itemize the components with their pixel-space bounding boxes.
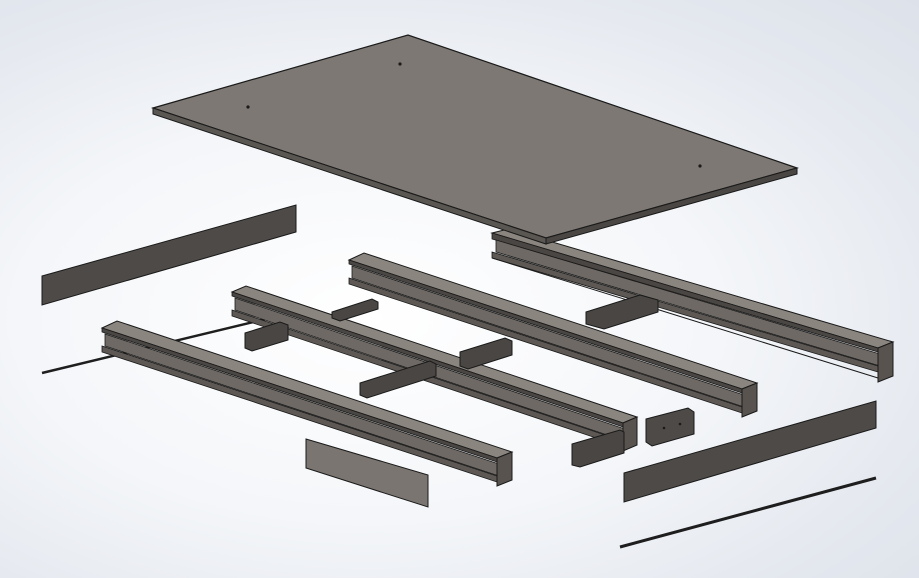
i-beam-3	[347, 252, 759, 418]
side-panel-front	[305, 438, 429, 508]
side-panel-right	[623, 400, 877, 503]
bracket-cross	[359, 360, 437, 399]
bracket-b3-right	[585, 294, 659, 330]
bracket-b2-right	[571, 429, 625, 468]
bolt-hole	[398, 62, 402, 66]
i-beam-1	[100, 320, 514, 487]
bracket-loose	[645, 407, 695, 447]
bracket-b2-mid	[459, 337, 513, 370]
side-panel-left	[41, 204, 297, 306]
bracket-b2-left	[244, 321, 289, 352]
bracket-b2-top	[331, 298, 379, 322]
i-beam-4	[490, 228, 895, 383]
bolt-hole	[246, 105, 250, 109]
rod-front-right	[619, 476, 877, 549]
bolt-hole	[698, 164, 702, 168]
deck-plate	[150, 34, 800, 245]
